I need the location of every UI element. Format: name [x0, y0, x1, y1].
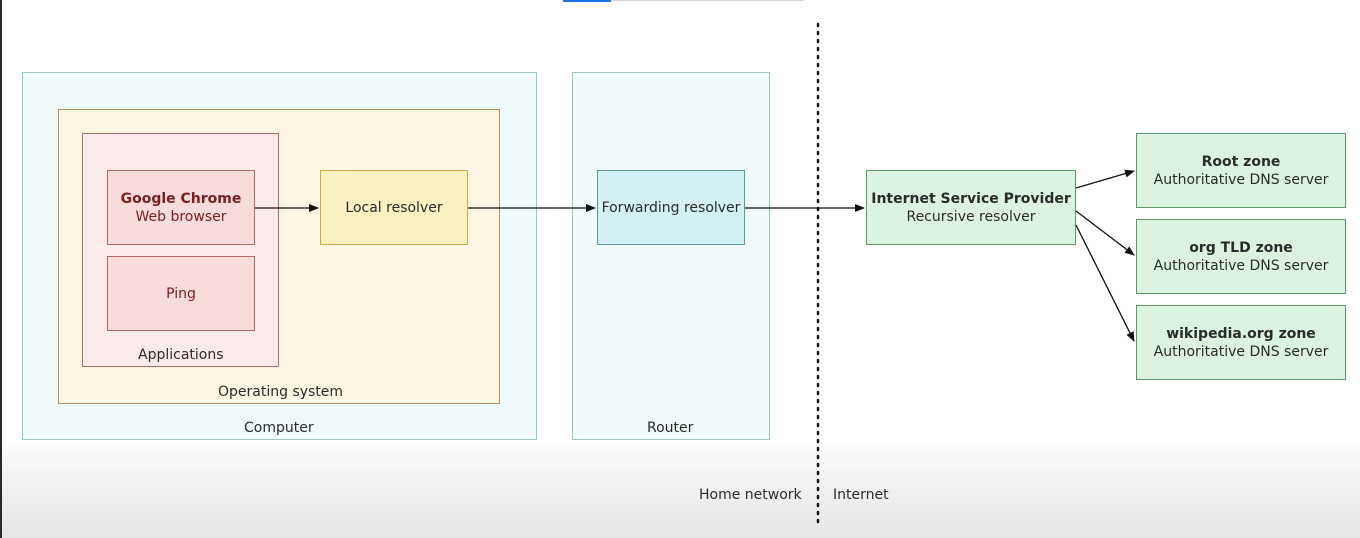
wikipedia-zone-subtitle: Authoritative DNS server [1153, 343, 1329, 360]
progress-bar-track [611, 0, 804, 1]
local-resolver-label: Local resolver [345, 199, 443, 216]
isp-title: Internet Service Provider [871, 190, 1071, 207]
isp-node: Internet Service Provider Recursive reso… [866, 170, 1076, 245]
ping-node: Ping [107, 256, 255, 331]
window-left-edge [0, 0, 2, 538]
arrow-isp-to-root-zone [1075, 169, 1135, 189]
root-zone-subtitle: Authoritative DNS server [1153, 171, 1329, 188]
arrow-isp-to-org-tld-zone [1075, 210, 1135, 256]
router-label: Router [647, 420, 694, 436]
computer-label: Computer [244, 420, 314, 436]
google-chrome-node: Google Chrome Web browser [107, 170, 255, 245]
org-tld-zone-subtitle: Authoritative DNS server [1153, 257, 1329, 274]
local-resolver-node: Local resolver [320, 170, 468, 245]
router-container [572, 72, 770, 440]
home-network-label: Home network [699, 487, 802, 503]
wikipedia-zone-title: wikipedia.org zone [1166, 325, 1316, 342]
root-zone-node: Root zone Authoritative DNS server [1136, 133, 1346, 208]
operating-system-label: Operating system [218, 384, 344, 400]
ping-label: Ping [166, 285, 196, 302]
root-zone-title: Root zone [1201, 153, 1281, 170]
isp-subtitle: Recursive resolver [906, 208, 1036, 225]
arrow-isp-to-wikipedia-zone [1075, 224, 1135, 342]
google-chrome-title: Google Chrome [120, 190, 242, 207]
forwarding-resolver-node: Forwarding resolver [597, 170, 745, 245]
internet-label: Internet [833, 487, 889, 503]
org-tld-zone-title: org TLD zone [1189, 239, 1293, 256]
google-chrome-subtitle: Web browser [135, 208, 227, 225]
wikipedia-zone-node: wikipedia.org zone Authoritative DNS ser… [1136, 305, 1346, 380]
org-tld-zone-node: org TLD zone Authoritative DNS server [1136, 219, 1346, 294]
progress-bar-accent [563, 0, 611, 2]
forwarding-resolver-label: Forwarding resolver [601, 199, 741, 216]
applications-label: Applications [138, 347, 224, 363]
